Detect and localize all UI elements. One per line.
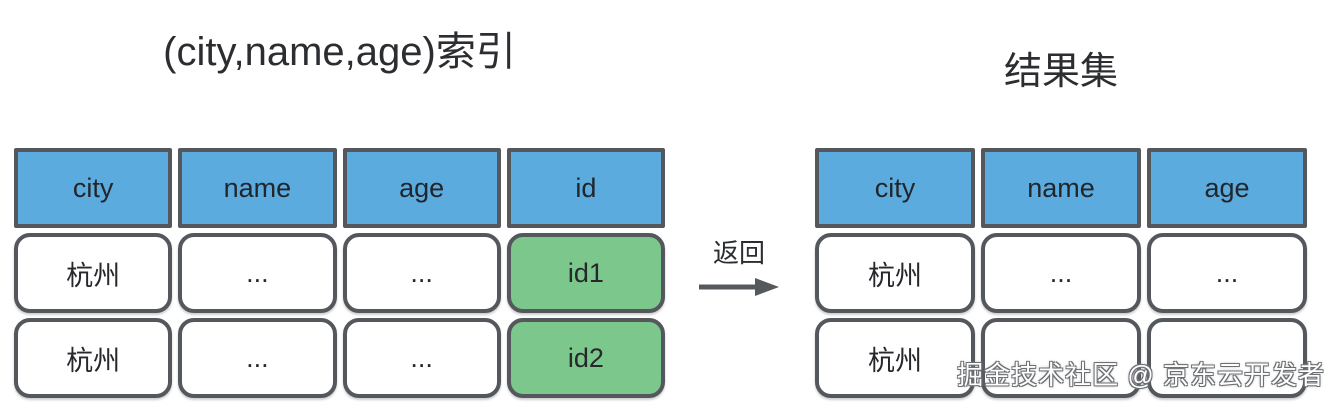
- header-cell-city: city: [14, 148, 173, 228]
- header-cell-city: city: [815, 148, 975, 228]
- return-arrow-label: 返回: [712, 238, 765, 268]
- data-cell-name: ...: [981, 233, 1141, 313]
- data-cell-name: ...: [178, 233, 337, 313]
- right-table-title: 结果集: [1003, 51, 1118, 93]
- data-cell-age: ...: [342, 233, 501, 313]
- data-cell-city: 杭州: [815, 318, 975, 398]
- data-cell-city: 杭州: [815, 233, 975, 313]
- data-cell-age: ...: [342, 318, 501, 398]
- data-cell-city: 杭州: [14, 318, 173, 398]
- data-cell-id-highlighted: id1: [506, 233, 665, 313]
- return-arrow-group: 返回: [694, 238, 784, 298]
- data-cell-age: [1147, 318, 1307, 398]
- header-cell-id: id: [506, 148, 665, 228]
- header-cell-age: age: [1147, 148, 1307, 228]
- header-cell-name: name: [178, 148, 337, 228]
- index-table: city name age id 杭州 ... ... id1 杭州 ... .…: [14, 148, 665, 398]
- data-cell-age: ...: [1147, 233, 1307, 313]
- right-arrow-icon: [699, 278, 779, 296]
- left-table-title: (city,name,age)索引: [163, 30, 516, 74]
- header-cell-age: age: [342, 148, 501, 228]
- data-cell-name: [981, 318, 1141, 398]
- data-cell-city: 杭州: [14, 233, 173, 313]
- result-table: city name age 杭州 ... ... 杭州: [815, 148, 1307, 398]
- data-cell-name: ...: [178, 318, 337, 398]
- data-cell-id-highlighted: id2: [506, 318, 665, 398]
- header-cell-name: name: [981, 148, 1141, 228]
